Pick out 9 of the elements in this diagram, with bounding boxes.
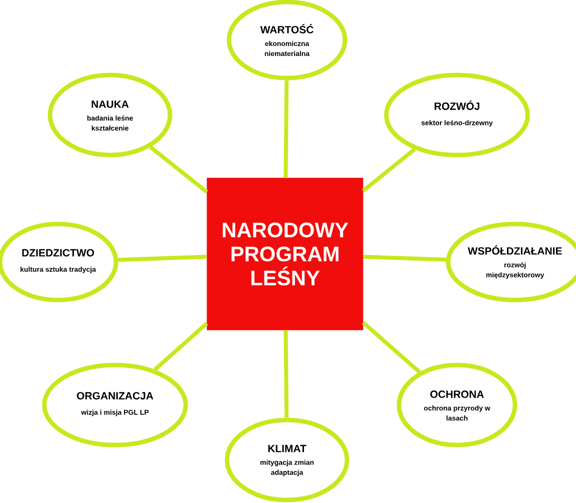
connector-line — [284, 330, 289, 418]
connector-line — [118, 254, 207, 262]
connector-line — [149, 146, 208, 194]
connector-line — [363, 254, 446, 262]
connector-line — [284, 80, 289, 178]
connector-line — [154, 322, 208, 372]
connector-line — [362, 321, 421, 374]
title-box: NARODOWY PROGRAM LEŚNY — [206, 178, 364, 330]
connector-line — [362, 148, 416, 192]
